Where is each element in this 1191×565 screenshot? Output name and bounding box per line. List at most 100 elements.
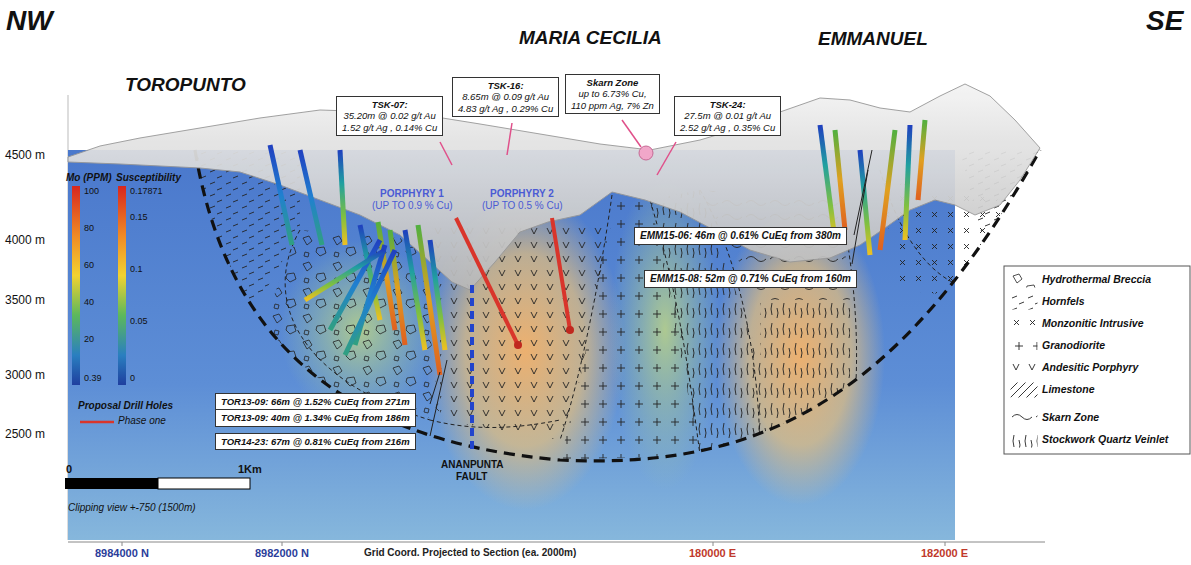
callout-text: TSK-07:	[342, 99, 437, 110]
legend-text: Monzonitic Intrusive	[1042, 317, 1144, 330]
elevation-label: 3000 m	[5, 368, 45, 382]
callout-box: TOR14-23: 67m @ 0.81% CuEq from 216m	[215, 433, 416, 450]
grid-axis	[68, 542, 1045, 546]
colorbar-value: 0.39	[84, 373, 102, 384]
callout-box: TSK-07:35.20m @ 0.02 g/t Au1.52 g/t Ag ,…	[336, 96, 443, 136]
drill-holes	[270, 120, 925, 375]
callout-box: TOR13-09: 66m @ 1.52% CuEq from 271m	[215, 393, 416, 410]
legend-text: Stockwork Quartz Veinlet	[1042, 433, 1168, 446]
target-label: PORPHYRY 2	[490, 188, 554, 200]
hole-end	[514, 341, 522, 349]
colorbar-value: 0.05	[130, 316, 148, 327]
elevation-label: 2500 m	[5, 427, 45, 441]
legend-text: Skarn Zone	[1042, 411, 1099, 424]
swatch-mark	[1011, 295, 1038, 310]
callout-text: up to 6.73% Cu,	[571, 88, 654, 99]
swatch-mark	[1011, 361, 1038, 376]
direction-label: NW	[6, 4, 53, 38]
legend-text: Phase one	[118, 415, 166, 427]
callout-text: 110 ppm Ag, 7% Zn	[571, 100, 654, 111]
callout-box: TOR13-09: 40m @ 1.34% CuEq from 186m	[215, 409, 416, 426]
legend-text: Hydrothermal Breccia	[1042, 273, 1151, 286]
area-name: TOROPUNTO	[125, 74, 246, 97]
drill-hole	[345, 250, 395, 355]
axis-tick	[713, 542, 714, 546]
callout-text: TOR13-09: 66m @ 1.52% CuEq from 271m	[221, 396, 410, 407]
colorbar-title: Mo (PPM)	[66, 172, 112, 184]
colorbar-value: 60	[84, 260, 94, 271]
legend-swatch	[1010, 294, 1038, 310]
drill-hole	[880, 130, 895, 250]
leader-line	[657, 142, 676, 175]
section-title: MARIA CECILIA	[519, 27, 662, 50]
callout-box: EMM15-06: 46m @ 0.61% CuEq from 380m	[634, 227, 847, 245]
legend-swatch	[1010, 382, 1038, 398]
swatch-mark	[1011, 317, 1038, 332]
legend-text: Limestone	[1042, 383, 1095, 396]
drill-hole	[918, 120, 925, 200]
drill-hole	[270, 145, 292, 245]
legend-swatch	[1010, 272, 1038, 288]
direction-label: SE	[1146, 4, 1183, 38]
target-grade: (UP TO 0.9 % Cu)	[372, 200, 453, 212]
legend-swatch	[1010, 432, 1038, 448]
callout-text: TSK-24:	[680, 99, 775, 110]
swatch-mark	[1011, 273, 1038, 288]
drill-hole	[820, 125, 835, 240]
fault-name: ANANPUNTA	[441, 459, 504, 471]
elevation-label: 4500 m	[5, 148, 45, 162]
legend-swatch	[1010, 360, 1038, 376]
target-grade: (UP TO 0.5 % Cu)	[482, 200, 563, 212]
contact-line	[430, 420, 560, 428]
callout-text: EMM15-06: 46m @ 0.61% CuEq from 380m	[640, 230, 841, 242]
drill-hole	[340, 150, 345, 245]
leader-line	[622, 120, 641, 147]
legend-swatch	[1010, 410, 1038, 426]
swatch-mark	[1011, 383, 1038, 398]
legend-title: Proposal Drill Holes	[78, 400, 173, 412]
collar-leaders	[440, 120, 676, 175]
target-label: PORPHYRY 1	[380, 188, 444, 200]
leader-line	[854, 150, 872, 235]
colorbar-value: 0.15	[130, 212, 148, 223]
area-name: EMMANUEL	[818, 28, 928, 51]
scale-label: 0	[66, 463, 72, 476]
view-note: Clipping view +-750 (1500m)	[68, 502, 196, 514]
drill-hole	[835, 130, 845, 230]
drill-hole	[905, 125, 910, 240]
leader-line	[507, 123, 512, 155]
drill-hole	[430, 240, 445, 350]
colorbar-value: 0.1	[130, 264, 143, 275]
swatch-mark	[1011, 433, 1038, 448]
intercept-leaders	[430, 150, 872, 436]
swatch-mark	[1011, 411, 1038, 426]
axis-title: Grid Coord. Projected to Section (ea. 20…	[364, 547, 576, 559]
axis-tick	[945, 542, 946, 546]
callout-text: 1.52 g/t Ag , 0.14% Cu	[342, 122, 437, 133]
grid-label: 8984000 N	[95, 547, 149, 560]
legend-swatch	[80, 414, 114, 430]
colorbar-value: 100	[84, 186, 99, 197]
legend-text: Granodiorite	[1042, 339, 1105, 352]
scale-bar	[158, 478, 250, 489]
legend-box	[1004, 266, 1190, 454]
breccia-area	[260, 230, 440, 420]
legend-swatch	[1010, 316, 1038, 332]
leader-line	[852, 170, 868, 264]
proposed-hole	[456, 218, 518, 345]
grid-label: 8982000 N	[255, 547, 309, 560]
drill-hole	[390, 230, 405, 345]
callout-text: TOR13-09: 40m @ 1.34% CuEq from 186m	[221, 412, 410, 423]
susceptibility-colorbar	[118, 186, 126, 385]
scale-label: 1Km	[238, 463, 262, 476]
drill-hole	[300, 150, 322, 245]
hole-end	[566, 326, 574, 334]
axis-tick	[122, 542, 123, 546]
proposed-holes	[456, 218, 574, 349]
legend-swatch	[1010, 338, 1038, 354]
grid-label: 182000 E	[921, 547, 968, 560]
colorbar-value: 40	[84, 297, 94, 308]
colorbar-value: 80	[84, 223, 94, 234]
callout-box: EMM15-08: 52m @ 0.71% CuEq from 160m	[644, 270, 857, 288]
